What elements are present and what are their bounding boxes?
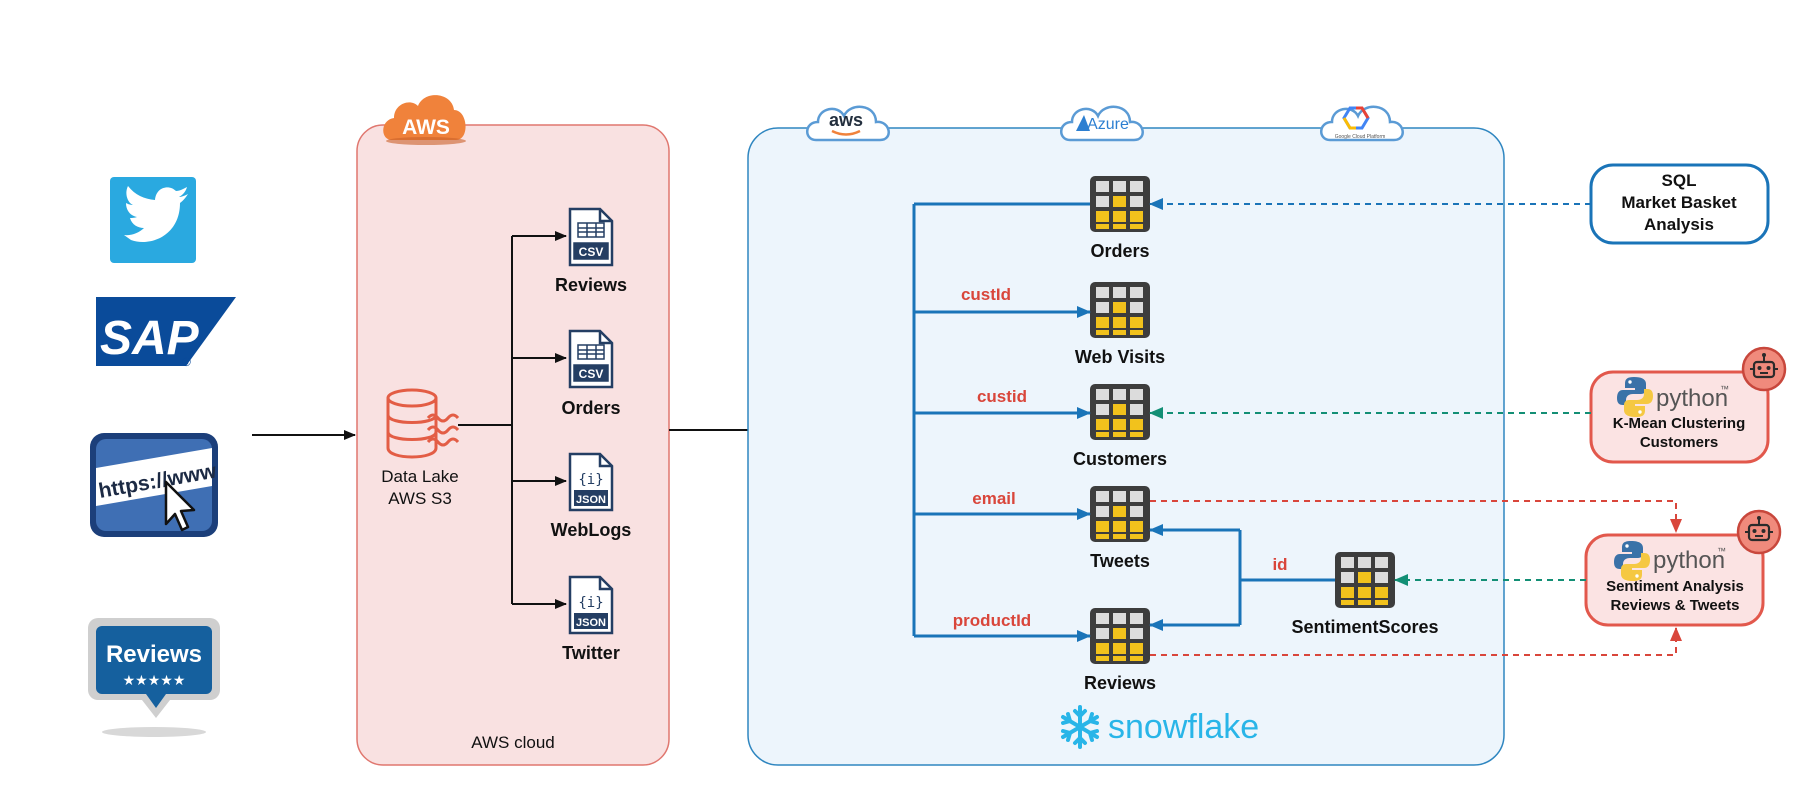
sap-registered-mark: ® xyxy=(182,355,191,369)
gcp-cloud-badge: Google Cloud Platform xyxy=(1319,105,1404,142)
table-label-webvisits: Web Visits xyxy=(1075,347,1165,367)
table-icon-customers xyxy=(1090,384,1150,440)
kmeans-box xyxy=(1589,370,1770,464)
edge-label-id: id xyxy=(1272,555,1287,574)
table-label-tweets: Tweets xyxy=(1090,551,1150,571)
sentiment-box-line2: Reviews & Tweets xyxy=(1611,597,1740,614)
python-tm: ™ xyxy=(1717,546,1726,556)
web-source-icon: https://www xyxy=(90,433,219,537)
robot-icon xyxy=(1741,346,1787,392)
csv-file-icon: CSV xyxy=(568,207,614,267)
sql-box-line2: Market Basket xyxy=(1621,193,1737,212)
aws-badge-text: AWS xyxy=(402,116,450,139)
file-type-tag: CSV xyxy=(579,245,604,259)
robot-icon xyxy=(1736,509,1782,555)
table-label-orders: Orders xyxy=(1090,241,1149,261)
table-icon-webvisits xyxy=(1090,282,1150,338)
file-type-tag: CSV xyxy=(579,367,604,381)
edge-label-custid: custid xyxy=(977,387,1027,406)
edge-label-productId: productId xyxy=(953,611,1031,630)
snowflake-flow-lines xyxy=(912,202,1335,642)
kmeans-box-line1: K-Mean Clustering xyxy=(1613,415,1746,432)
table-icon-tweets xyxy=(1090,486,1150,542)
aws-cloud-badge: AWS xyxy=(383,95,466,145)
file-label-orders: Orders xyxy=(561,398,620,418)
azure-cloud-badge: Azure xyxy=(1059,105,1144,142)
twitter-source-icon xyxy=(110,177,196,263)
json-file-icon: {i} JSON xyxy=(568,575,614,635)
json-file-icon: {i} JSON xyxy=(568,452,614,512)
file-label-twitter: Twitter xyxy=(562,643,620,663)
sql-box-line3: Analysis xyxy=(1644,215,1714,234)
reviews-source-icon: Reviews ★★★★★ xyxy=(88,618,220,737)
table-label-customers: Customers xyxy=(1073,449,1167,469)
reviews-badge-text: Reviews xyxy=(106,641,202,668)
json-glyph: {i} xyxy=(578,595,603,611)
snowflake-brand-text: snowflake xyxy=(1108,708,1259,746)
json-glyph: {i} xyxy=(578,472,603,488)
aws-cloud-label: AWS cloud xyxy=(471,733,554,752)
file-type-tag: JSON xyxy=(576,617,606,629)
table-label-reviews: Reviews xyxy=(1084,673,1156,693)
python-wordmark: python xyxy=(1656,385,1728,412)
csv-file-icon: CSV xyxy=(568,329,614,389)
datalake-fanout xyxy=(458,231,567,609)
python-tm: ™ xyxy=(1720,384,1729,394)
edge-label-email: email xyxy=(972,489,1015,508)
sentiment-box-line1: Sentiment Analysis xyxy=(1606,578,1744,595)
file-label-reviews: Reviews xyxy=(555,275,627,295)
python-wordmark: python xyxy=(1653,547,1725,574)
aws-cloud-badge-small: aws xyxy=(805,105,890,142)
aws-cloud-text: aws xyxy=(829,110,863,130)
reviews-stars: ★★★★★ xyxy=(123,673,186,689)
table-icon-orders xyxy=(1090,176,1150,232)
table-label-sentimentscores: SentimentScores xyxy=(1291,617,1438,637)
analytics-connectors xyxy=(1149,198,1682,656)
kmeans-box-line2: Customers xyxy=(1640,434,1718,451)
gcp-cloud-text: Google Cloud Platform xyxy=(1335,134,1386,140)
table-icon-reviews xyxy=(1090,608,1150,664)
datalake-label-line1: Data Lake xyxy=(381,467,459,486)
sap-logo-text: SAP xyxy=(100,312,200,365)
datalake-icon xyxy=(386,388,460,459)
file-label-weblogs: WebLogs xyxy=(551,520,632,540)
sql-box-line1: SQL xyxy=(1662,171,1697,190)
edge-label-custId: custId xyxy=(961,285,1011,304)
azure-cloud-text: Azure xyxy=(1087,116,1129,133)
file-type-tag: JSON xyxy=(576,494,606,506)
sap-source-logo: SAP ® xyxy=(96,297,236,369)
datalake-label-line2: AWS S3 xyxy=(388,489,452,508)
table-icon-sentimentscores xyxy=(1335,552,1395,608)
